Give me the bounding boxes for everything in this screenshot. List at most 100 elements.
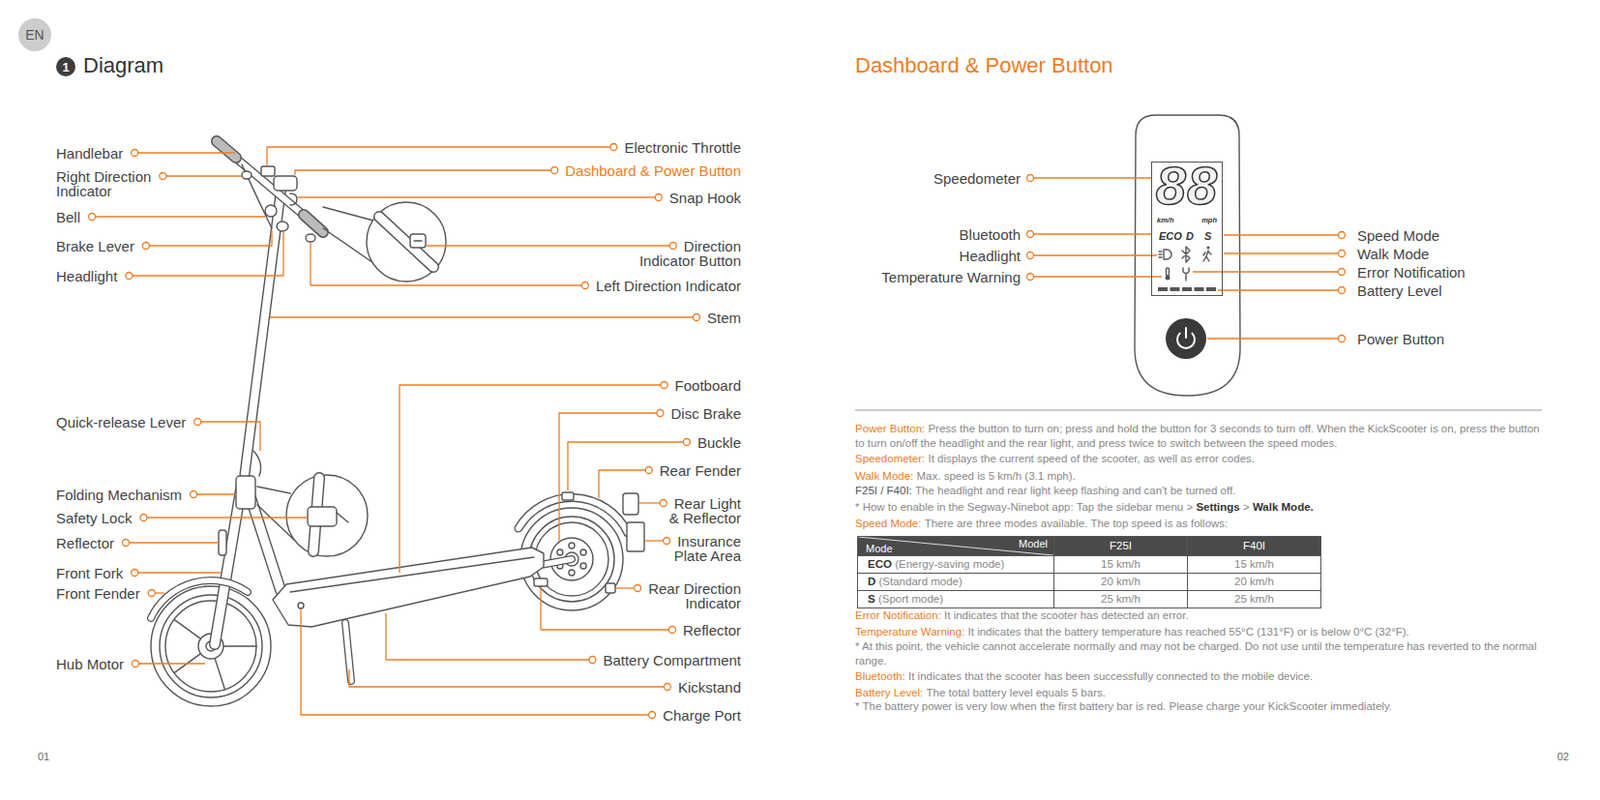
leader-line [132, 232, 284, 276]
part-label: Rear Fender [659, 463, 741, 478]
table-header-cell: ModeModel [858, 536, 1055, 557]
table-cell: 15 km/h [1187, 556, 1322, 574]
leader-line [166, 175, 242, 177]
speed-table: ModeModelF25IF40IECO(Energy-saving mode)… [857, 535, 1322, 609]
divider-rule [855, 410, 1542, 412]
part-label: Insurance Plate Area [658, 533, 741, 563]
leader-line [1192, 270, 1339, 272]
leader-dot [1338, 250, 1346, 258]
table-text: 20 km/h [1234, 575, 1275, 588]
note-text: Battery Level: [855, 686, 923, 699]
leader-line [154, 592, 165, 593]
table-text: 15 km/h [1100, 558, 1141, 570]
dashboard-illustration-part [1206, 287, 1216, 292]
leader-line [129, 541, 219, 543]
leader-line [1034, 254, 1158, 256]
table-text: Model [1018, 537, 1048, 550]
leader-dot [1338, 287, 1346, 295]
indicator-label: Temperature Warning [881, 269, 1021, 285]
unit-text: mph [1201, 216, 1217, 225]
note-text: Bluetooth: [855, 670, 906, 682]
mode-indicator: D [1185, 230, 1194, 242]
table-cell: 25 km/h [1054, 591, 1188, 609]
dashboard-illustration-part [1185, 327, 1187, 338]
part-label: Hub Motor [56, 656, 124, 672]
note-paragraph: * The battery power is very low when the… [855, 699, 1542, 714]
leader-dot [1027, 252, 1035, 260]
part-label: Reflector [56, 535, 115, 551]
leader-dot [551, 167, 559, 175]
note-text: There are three modes available. The top… [924, 517, 1229, 530]
rear-fender-part [626, 522, 645, 552]
part-label: Rear Direction Indicator [640, 581, 741, 611]
table-text: (Sport mode) [878, 592, 944, 605]
note-text: Speedometer: [855, 452, 925, 465]
leader-dot [1027, 231, 1035, 238]
front-fork-part [150, 580, 248, 619]
handlebar-part [261, 166, 275, 177]
leader-line [1223, 252, 1339, 254]
leader-line [349, 669, 664, 687]
leader-dot [668, 626, 676, 634]
handlebar-part [216, 141, 324, 233]
table-text: (Standard mode) [879, 575, 963, 588]
dashboard-illustration-part [1203, 250, 1212, 262]
part-label: Folding Mechanism [56, 487, 182, 503]
leader-dot [131, 569, 139, 577]
rear-fender-part [562, 492, 574, 501]
dashboard-illustration-part [1165, 318, 1207, 359]
part-label: Buckle [697, 435, 741, 450]
part-label: Snap Hook [669, 190, 741, 206]
rear-wheel-part [580, 549, 587, 556]
leader-dot [682, 439, 690, 446]
part-label: Footboard [675, 378, 741, 393]
part-label: Right Direction Indicator [56, 169, 163, 199]
handlebar-part [290, 193, 297, 206]
table-text: 20 km/h [1100, 575, 1141, 588]
leader-dot [159, 173, 167, 180]
note-paragraph: Power Button:Press the button to turn on… [855, 421, 1542, 451]
front-fork-part [218, 530, 227, 556]
indicator-label: Walk Mode [1357, 246, 1429, 262]
part-label: Quick-release Lever [56, 414, 186, 430]
table-cell: S(Sport mode) [858, 591, 1055, 609]
handlebar [216, 141, 324, 242]
note-paragraph: * How to enable in the Segway-Ninebot ap… [855, 500, 1542, 515]
part-label: Headlight [56, 268, 118, 284]
rear-fender-part [518, 497, 628, 534]
note-text: Walk Mode. [1252, 501, 1314, 513]
note-paragraph: F25I / F40I:The headlight and rear light… [855, 483, 1542, 499]
leader-dot [645, 467, 652, 475]
part-label: Electronic Throttle [623, 140, 741, 155]
table-text: 15 km/h [1234, 558, 1275, 570]
part-label: Left Direction Indicator [595, 278, 741, 294]
leader-line [1223, 234, 1339, 236]
leader-line [616, 587, 635, 589]
dashboard-illustration-part [1166, 267, 1170, 276]
kickstand-part [345, 622, 352, 682]
footboard-part [533, 578, 548, 587]
leader-line [598, 470, 646, 499]
detail-inset-part [410, 234, 426, 248]
leader-line [1217, 289, 1339, 291]
note-text: It indicates that the battery temperatur… [968, 625, 1410, 638]
leader-line [95, 215, 266, 217]
leader-dot [656, 410, 664, 417]
leader-line [138, 571, 221, 573]
part-label: Disc Brake [670, 406, 741, 421]
part-label: Dashboard & Power Button [564, 163, 741, 178]
part-label: Brake Lever [56, 238, 135, 254]
note-paragraph: Speedometer:It displays the current spee… [855, 451, 1542, 467]
note-paragraph: Walk Mode:Max. speed is 5 km/h (3.1 mph)… [855, 469, 1542, 484]
indicator-label: Speedometer [933, 171, 1021, 186]
dashboard-illustration-part [1194, 287, 1205, 292]
handlebar-part [265, 205, 277, 217]
note-paragraph: Bluetooth:It indicates that the scooter … [855, 669, 1542, 684]
stem [236, 185, 282, 509]
page-number: 02 [1557, 750, 1570, 764]
note-text: * At this point, the vehicle cannot acce… [855, 640, 1537, 667]
leader-line [295, 170, 552, 176]
dashboard-illustration-part [1170, 287, 1181, 292]
